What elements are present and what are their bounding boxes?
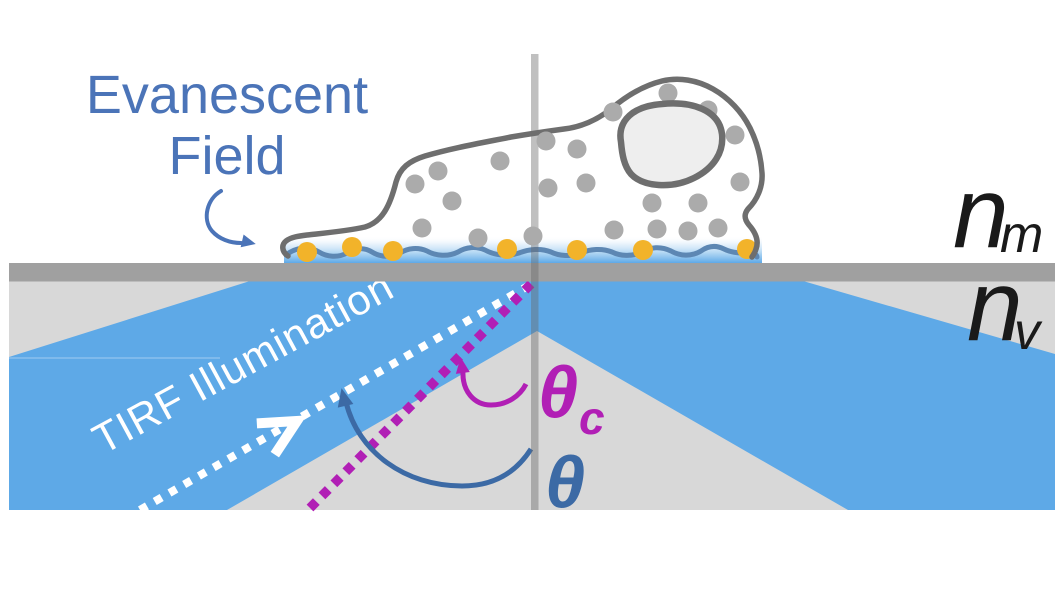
- cytoplasm-dot: [658, 83, 678, 103]
- cytoplasm-dot: [412, 218, 432, 238]
- cytoplasm-dot: [468, 228, 488, 248]
- critical-angle-subscript: c: [579, 392, 605, 444]
- incident-angle-arrowhead: [337, 388, 354, 408]
- refractive-index-substrate-label: n: [967, 250, 1023, 362]
- refractive-index-medium-label: n: [953, 157, 1009, 269]
- adhesion-dot: [497, 239, 517, 259]
- adhesion-dot: [297, 242, 317, 262]
- beam-direction-arrowhead: [256, 415, 307, 458]
- cytoplasm-dot: [428, 161, 448, 181]
- adhesion-dot: [567, 240, 587, 260]
- cytoplasm-dot: [567, 139, 587, 159]
- adhesion-dot: [383, 241, 403, 261]
- cytoplasm-dot: [576, 173, 596, 193]
- cytoplasm-dot: [442, 191, 462, 211]
- cytoplasm-dot: [604, 220, 624, 240]
- cytoplasm-dots: [405, 83, 750, 248]
- critical-angle-dashed-line: [306, 280, 535, 512]
- cytoplasm-dot: [642, 193, 662, 213]
- critical-angle-label: θ: [538, 353, 578, 433]
- critical-angle-arc: [460, 370, 529, 408]
- evanescent-field-arrow: [204, 189, 243, 245]
- cytoplasm-dot: [725, 125, 745, 145]
- cytoplasm-dot: [536, 131, 556, 151]
- evanescent-field-label-line2: Field: [168, 126, 285, 186]
- cytoplasm-dot: [538, 178, 558, 198]
- cytoplasm-dot: [523, 226, 543, 246]
- evanescent-field-arrowhead: [240, 234, 256, 248]
- incident-angle-label: θ: [545, 443, 585, 523]
- coverslip-bar: [9, 263, 1055, 282]
- adhesion-dot: [342, 237, 362, 257]
- cytoplasm-dot: [490, 151, 510, 171]
- nucleus: [617, 100, 726, 189]
- cytoplasm-dot: [678, 221, 698, 241]
- cytoplasm-dot: [708, 218, 728, 238]
- optical-axis-line: [531, 54, 539, 510]
- tirf-beam: [9, 281, 1055, 510]
- adhesion-dots: [297, 237, 757, 262]
- cytoplasm-dot: [603, 102, 623, 122]
- refractive-index-substrate-subscript: v: [1014, 303, 1043, 361]
- evanescent-field-label-line1: Evanescent: [86, 65, 368, 125]
- basal-membrane-wavy-line: [283, 244, 760, 260]
- cytoplasm-dot: [730, 172, 750, 192]
- incident-angle-arc: [343, 401, 534, 489]
- beam-axis-dashed-line: [138, 282, 530, 514]
- critical-angle-arrowhead: [455, 357, 470, 374]
- cytoplasm-dot: [405, 174, 425, 194]
- cytoplasm-dot: [647, 219, 667, 239]
- adhesion-dot: [633, 240, 653, 260]
- refractive-index-medium-subscript: m: [1000, 206, 1043, 264]
- cytoplasm-dot: [688, 193, 708, 213]
